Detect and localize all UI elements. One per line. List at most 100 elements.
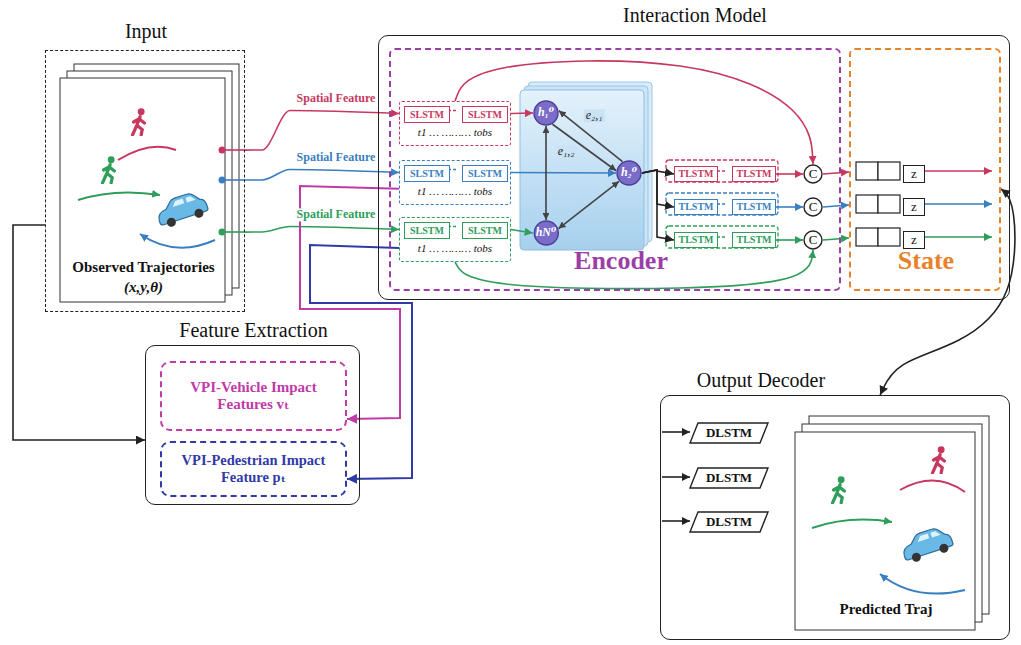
node-label: C <box>809 233 818 248</box>
node-label: SLSTM <box>468 168 502 180</box>
connector <box>511 172 616 174</box>
panel-title: Output Decoder <box>681 368 841 392</box>
state-cell <box>856 162 900 246</box>
node-label: DLSTM <box>706 515 752 530</box>
node-label: VPI-Vehicle Impact Features vₜ <box>168 379 339 414</box>
feature-dot <box>219 147 246 236</box>
slstm-box: SLSTM <box>404 222 450 239</box>
lstm-chain-dash <box>717 203 727 204</box>
lstm-chain-dash <box>717 236 727 237</box>
output-arrow <box>662 171 992 521</box>
node-label: TLSTM <box>736 168 771 180</box>
feature-panel: Feature ExtractionVPI-Vehicle Impact Fea… <box>145 345 360 505</box>
slstm-row: t1 … ……… tobsSLSTMSLSTM <box>399 160 511 205</box>
tlstm-box: TLSTM <box>732 232 776 248</box>
page-caption: Predicted Traj <box>796 601 976 618</box>
state-cell <box>856 228 878 246</box>
lstm-chain-dash <box>717 170 727 171</box>
parallelogram-outline <box>690 468 768 488</box>
output-arrow <box>922 236 992 238</box>
connector <box>880 189 1015 395</box>
node-label: SLSTM <box>410 109 444 121</box>
time-label: t1 … ……… tobs <box>400 126 510 139</box>
graph-panel <box>520 82 652 250</box>
node-label: SLSTM <box>410 225 444 237</box>
prediction-page: Predicted Traj <box>796 433 976 631</box>
page-stack <box>60 78 225 302</box>
node-label: z <box>911 167 917 182</box>
parallelogram-outline <box>690 423 768 443</box>
tlstm-row-frame <box>666 160 778 248</box>
slstm-box: SLSTM <box>462 106 508 123</box>
circle-outline <box>804 198 822 216</box>
connector <box>776 239 803 241</box>
slstm-box: SLSTM <box>404 106 450 123</box>
node-label: hN⁰ <box>536 226 557 240</box>
panel-title: Interaction Model <box>545 3 845 27</box>
state-region: Statezzz <box>849 48 1001 291</box>
input-panel: InputObserved Trajectories(x,y,θ) <box>45 50 245 312</box>
trajectory-curve <box>140 234 215 248</box>
node-label: z <box>911 200 917 215</box>
connector <box>13 225 145 440</box>
state-cell <box>878 228 900 246</box>
node-label: C <box>809 167 818 182</box>
connector <box>823 238 849 240</box>
connector <box>245 170 399 181</box>
circle-outline <box>534 101 558 125</box>
agent-icon <box>133 108 145 135</box>
trajectory-curve <box>880 574 965 594</box>
connector <box>545 126 547 220</box>
connector <box>776 206 803 208</box>
tlstm-box: TLSTM <box>674 166 718 182</box>
graph-node: hN⁰ <box>533 220 560 246</box>
node-label: SLSTM <box>468 109 502 121</box>
trajectory-curve <box>118 147 176 160</box>
feature-box: VPI-Pedestrian Impact Feature pₜ <box>160 441 347 497</box>
edge-label: Spatial Feature <box>295 92 378 105</box>
node-label: SLSTM <box>468 225 502 237</box>
circle-outline <box>804 165 822 183</box>
state-cell <box>878 195 900 213</box>
node-label: VPI-Pedestrian Impact Feature pₜ <box>168 452 339 485</box>
node-label: h₁⁰ <box>538 106 554 120</box>
region-title: State <box>851 248 1001 274</box>
slstm-box: SLSTM <box>462 222 508 239</box>
tlstm-box: TLSTM <box>732 166 776 182</box>
edge-label: Spatial Feature <box>295 151 378 164</box>
graph-panel <box>520 90 644 250</box>
dlstm-box: DLSTM <box>689 511 769 533</box>
trajectory-curve <box>812 520 892 528</box>
state-cell <box>856 195 878 213</box>
agent-icon <box>899 524 955 565</box>
agent-icon <box>154 189 210 230</box>
concat-circle: C <box>803 164 823 184</box>
region-title: Encoder <box>521 248 721 274</box>
parallelogram-outline <box>690 512 768 532</box>
latent-box: z <box>903 231 925 250</box>
encoder-region: Encodert1 … ……… tobsSLSTMSLSTMt1 … ……… t… <box>389 48 841 291</box>
connector <box>455 61 813 164</box>
concat-circle: C <box>803 197 823 217</box>
time-label: t1 … ……… tobs <box>400 185 510 198</box>
tlstm-box: TLSTM <box>732 199 776 215</box>
feature-dot <box>222 179 245 181</box>
connector <box>245 111 399 151</box>
trajectory-curve <box>900 480 965 492</box>
connector <box>558 181 619 228</box>
tlstm-row-frame <box>666 160 778 182</box>
interaction-panel: Interaction ModelEncodert1 … ……… tobsSLS… <box>378 35 1010 300</box>
connector <box>823 172 849 174</box>
decoder-panel: Output DecoderDLSTMDLSTMDLSTMPredicted T… <box>660 395 1010 640</box>
node-label: z <box>911 233 917 248</box>
agent-icon <box>103 156 115 183</box>
tlstm-box: TLSTM <box>674 199 718 215</box>
tlstm-row-frame <box>666 193 778 215</box>
node-label: TLSTM <box>736 201 771 213</box>
circle-outline <box>804 231 822 249</box>
agent-icon <box>833 476 845 503</box>
edge-label: e₂,₁ <box>584 109 605 122</box>
connector <box>245 227 399 233</box>
connector <box>642 170 674 207</box>
